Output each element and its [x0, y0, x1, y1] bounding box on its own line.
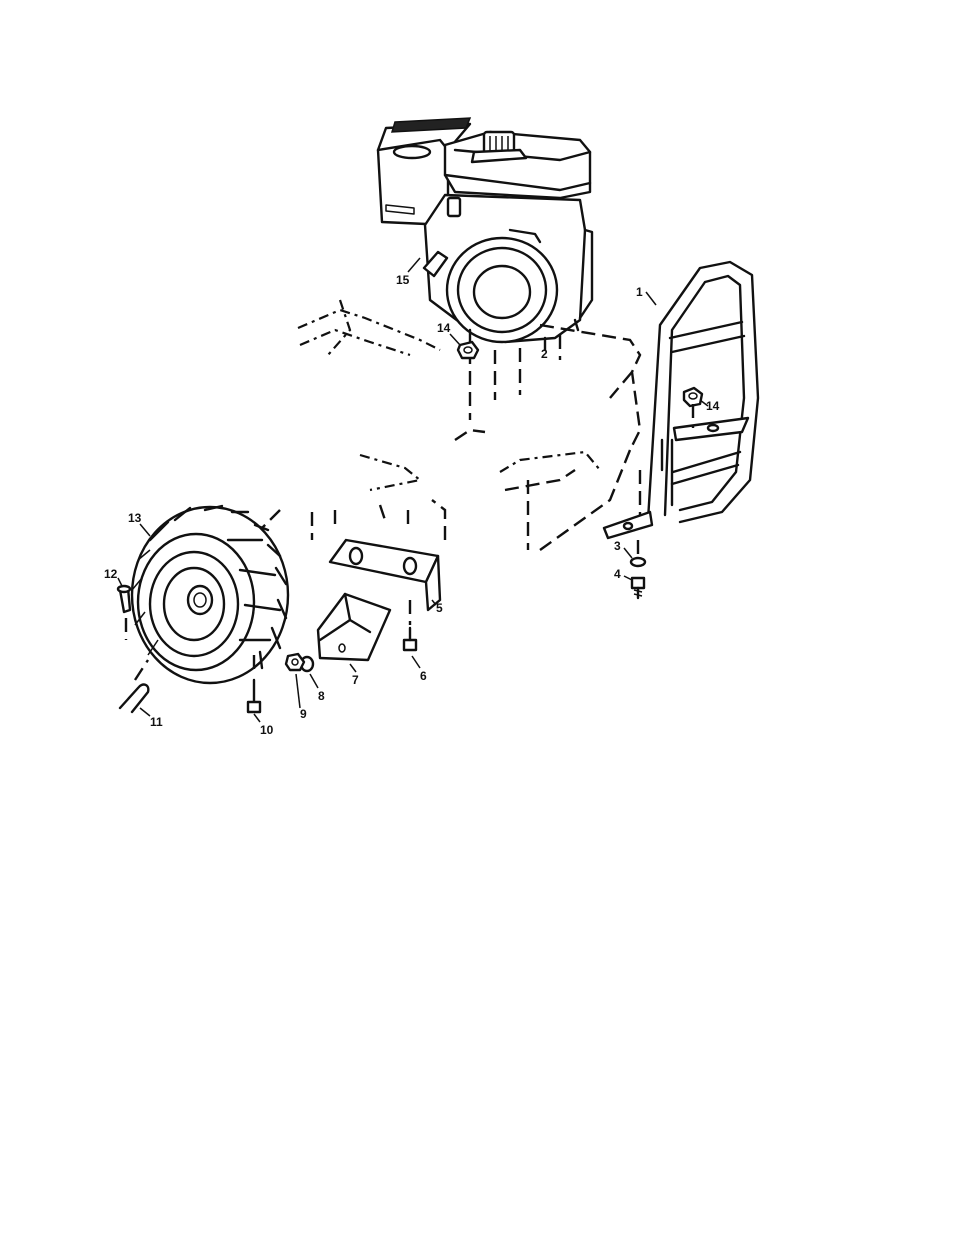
callout-13: 13 — [128, 511, 142, 525]
callout-2: 2 — [541, 347, 548, 361]
hairpin-11 — [120, 660, 148, 712]
engine — [378, 118, 592, 350]
callout-7: 7 — [352, 673, 359, 687]
skid-7 — [318, 594, 390, 660]
callout-6: 6 — [420, 669, 427, 683]
bolt-6 — [404, 600, 416, 650]
frame-outline — [262, 300, 640, 550]
callout-3: 3 — [614, 539, 621, 553]
callout-14-engine: 14 — [437, 321, 451, 335]
callout-11: 11 — [150, 715, 163, 729]
callout-15: 15 — [396, 273, 410, 287]
callout-12: 12 — [104, 567, 118, 581]
washer-8-nut-9 — [286, 654, 313, 671]
callout-9: 9 — [300, 707, 307, 721]
callout-8: 8 — [318, 689, 325, 703]
callout-14-bumper: 14 — [706, 399, 720, 413]
clevis-pin-12 — [118, 586, 130, 640]
washer-3-bolt-4 — [631, 540, 645, 598]
callout-4: 4 — [614, 567, 621, 581]
front-bumper — [604, 262, 758, 538]
callout-5: 5 — [436, 601, 443, 615]
callout-10: 10 — [260, 723, 274, 737]
wheel-tire — [132, 506, 288, 683]
callout-1: 1 — [636, 285, 643, 299]
nut-14-right — [684, 388, 702, 428]
nut-14-engine — [458, 342, 478, 358]
